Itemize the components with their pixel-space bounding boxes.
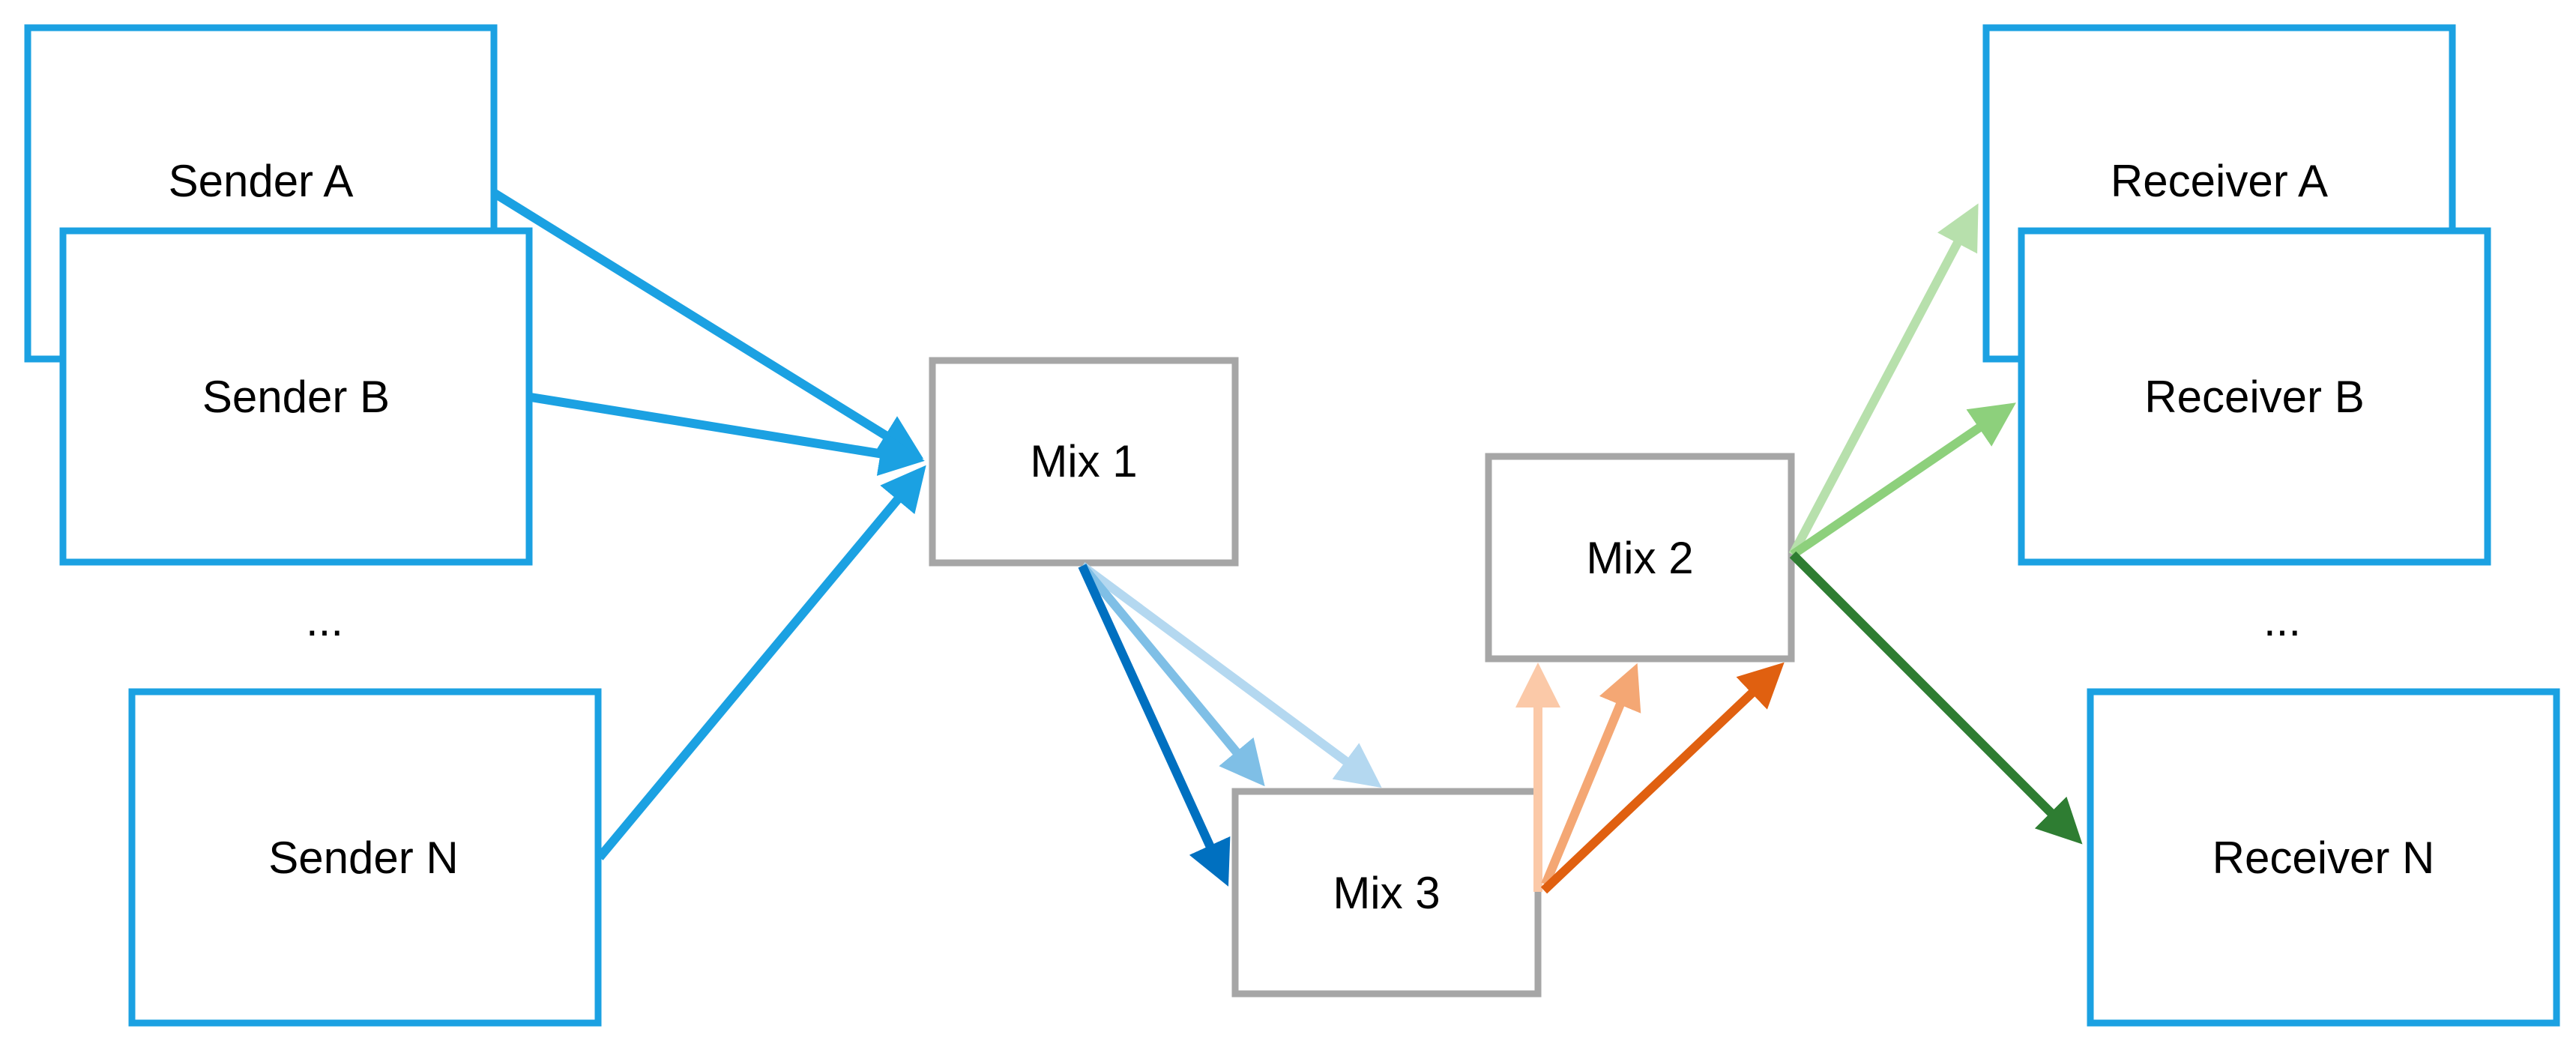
arrow-mix-2-to-receiver-b bbox=[1790, 402, 2016, 558]
sender-b-label: Sender B bbox=[202, 372, 390, 422]
arrow-mix-3-to-mix-2-mid bbox=[1541, 663, 1641, 887]
arrow-mix-1-to-mix-3-dark bbox=[1078, 564, 1231, 887]
mix-2-label: Mix 2 bbox=[1586, 533, 1693, 583]
arrow-mix-2-to-receiver-a bbox=[1788, 203, 1979, 557]
arrow-sender-b-to-mix-1 bbox=[530, 393, 925, 476]
arrow-mix-1-to-mix-3-mid bbox=[1079, 563, 1265, 787]
receiver-b-node: Receiver B bbox=[2018, 227, 2491, 566]
sender-ellipsis: ... bbox=[306, 595, 343, 645]
mix-3-node: Mix 3 bbox=[1231, 788, 1542, 998]
mix-1-label: Mix 1 bbox=[1030, 436, 1137, 486]
mix-2-node: Mix 2 bbox=[1485, 453, 1795, 663]
arrow-sender-a-to-mix-1 bbox=[492, 189, 924, 459]
receiver-n-label: Receiver N bbox=[2212, 833, 2435, 883]
arrow-mix-2-to-receiver-n bbox=[1789, 551, 2083, 845]
arrow-mix-1-to-mix-3-light bbox=[1079, 562, 1382, 788]
mix-1-node: Mix 1 bbox=[929, 357, 1239, 567]
sender-n-label: Sender N bbox=[268, 833, 458, 883]
mix-3-label: Mix 3 bbox=[1333, 868, 1440, 918]
arrow-sender-n-to-mix-1 bbox=[596, 465, 926, 860]
arrow-mix-3-to-mix-2-dark bbox=[1540, 662, 1785, 894]
sender-a-label: Sender A bbox=[169, 156, 354, 206]
sender-n-node: Sender N bbox=[128, 688, 602, 1027]
receiver-a-label: Receiver A bbox=[2111, 156, 2328, 206]
receiver-b-label: Receiver B bbox=[2144, 372, 2364, 422]
sender-b-node: Sender B bbox=[59, 227, 533, 566]
receiver-ellipsis: ... bbox=[2263, 595, 2301, 645]
receiver-n-node: Receiver N bbox=[2087, 688, 2560, 1027]
